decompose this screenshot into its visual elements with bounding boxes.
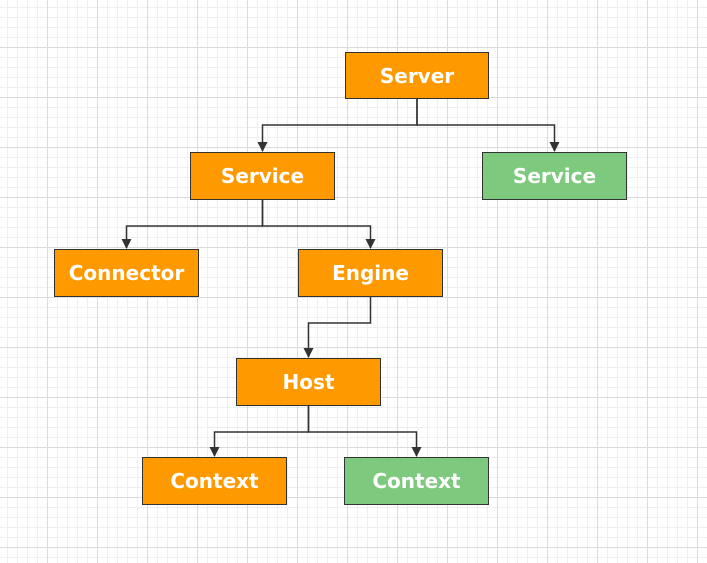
node-connector[interactable]: Connector <box>54 249 199 297</box>
edge-service_1-to-connector <box>121 200 264 249</box>
edge-service_1-to-engine <box>261 200 376 249</box>
node-engine[interactable]: Engine <box>298 249 443 297</box>
edge-server-to-service_1 <box>257 99 418 152</box>
node-service-left[interactable]: Service <box>190 152 335 200</box>
node-host[interactable]: Host <box>236 358 381 406</box>
edge-host-to-context_1 <box>209 406 310 457</box>
edge-host-to-context_2 <box>307 406 422 457</box>
node-context-right[interactable]: Context <box>344 457 489 505</box>
node-service-right[interactable]: Service <box>482 152 627 200</box>
node-server[interactable]: Server <box>345 52 489 99</box>
edge-engine-to-host <box>303 297 372 358</box>
edge-server-to-service_2 <box>416 99 560 152</box>
node-context-left[interactable]: Context <box>142 457 287 505</box>
